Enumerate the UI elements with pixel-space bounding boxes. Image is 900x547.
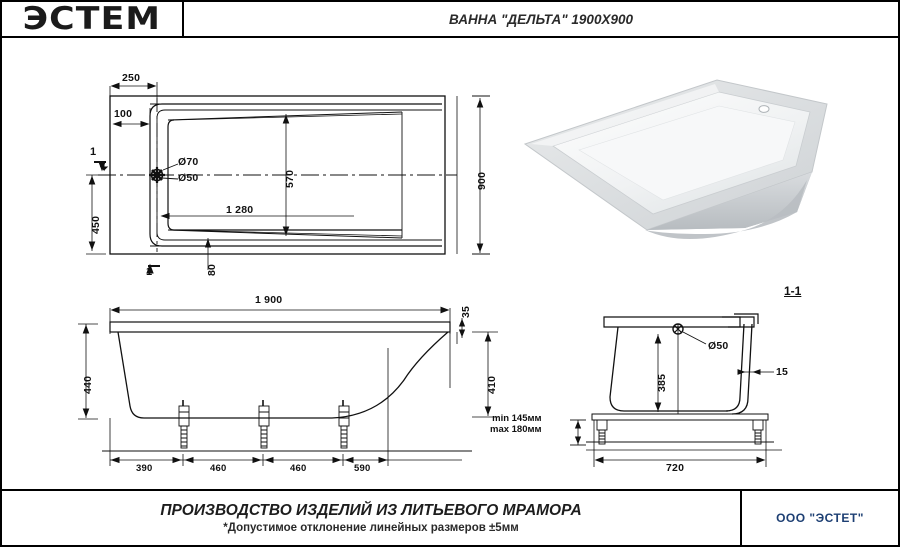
dim-250 (109, 82, 158, 102)
dim-label-100: 100 (114, 108, 133, 120)
plan-view-geometry (86, 82, 490, 274)
leg-height-min: min 145мм (492, 413, 542, 424)
leg-height-note: min 145мм max 180мм (490, 413, 542, 436)
dim-label-d50: Ø50 (178, 172, 199, 184)
dim-label-570: 570 (284, 169, 296, 188)
dim-label-385: 385 (656, 373, 668, 392)
company-logo: ЭСТЕМ (22, 1, 162, 37)
footer-block: ПРОИЗВОДСТВО ИЗДЕЛИЙ ИЗ ЛИТЬЕВОГО МРАМОР… (2, 489, 898, 545)
dim-label-250: 250 (122, 72, 141, 84)
dim-440 (78, 323, 98, 420)
section-label-1-1: 1-1 (784, 284, 802, 298)
dim-900 (456, 95, 490, 255)
footer-tolerance-note: *Допустимое отклонение линейных размеров… (223, 522, 519, 534)
dim-35 (458, 318, 466, 338)
dim-15 (737, 369, 774, 375)
dim-label-390: 390 (136, 463, 153, 474)
dim-1280 (160, 212, 354, 220)
section-1-1: 385 Ø50 15 720 min 145мм max 180мм (482, 302, 882, 482)
dim-label-15: 15 (776, 366, 789, 378)
footer-text-cell: ПРОИЗВОДСТВО ИЗДЕЛИЙ ИЗ ЛИТЬЕВОГО МРАМОР… (2, 491, 742, 545)
dim-label-d70: Ø70 (178, 156, 199, 168)
bathtub-photo-render (523, 79, 828, 239)
adjustable-legs (178, 400, 350, 449)
plan-view: 250 100 450 570 1 280 80 Ø70 Ø50 900 1 1 (2, 38, 502, 288)
dim-label-80: 80 (206, 263, 218, 276)
diameter-leaders (161, 163, 179, 180)
dim-label-720: 720 (666, 462, 685, 474)
dim-label-450: 450 (90, 215, 102, 234)
page-title: ВАННА "ДЕЛЬТА" 1900X900 (449, 11, 633, 27)
dim-label-460-a: 460 (210, 463, 227, 474)
bathtub-photo (507, 62, 877, 262)
dim-450 (86, 174, 106, 255)
section-legs (596, 419, 764, 445)
dim-410 (472, 331, 498, 418)
dim-100 (112, 108, 151, 130)
footer-headline: ПРОИЗВОДСТВО ИЗДЕЛИЙ ИЗ ЛИТЬЕВОГО МРАМОР… (160, 502, 582, 519)
dim-label-1280: 1 280 (226, 204, 254, 216)
section-mark-bottom: 1 (146, 266, 153, 278)
footer-company-name: ООО "ЭСТЕТ" (776, 511, 864, 525)
dim-label-460-b: 460 (290, 463, 307, 474)
front-elevation-geometry (78, 306, 498, 466)
dim-80-leader (204, 238, 212, 270)
dim-label-440: 440 (82, 375, 94, 394)
section-mark-lines (94, 161, 160, 274)
title-block: ЭСТЕМ ВАННА "ДЕЛЬТА" 1900X900 (2, 1, 898, 38)
logo-cell: ЭСТЕМ (2, 1, 184, 37)
overflow-symbol (672, 323, 707, 345)
front-elevation: 1 900 440 35 410 390 460 460 590 (2, 288, 522, 488)
dim-label-590: 590 (354, 463, 371, 474)
dim-label-900: 900 (476, 171, 488, 190)
section-mark-top: 1 (90, 146, 97, 158)
drain-symbol (149, 167, 165, 183)
dim-leg-spacing (110, 454, 462, 466)
dim-label-35: 35 (460, 305, 472, 318)
dim-label-overflow-50: Ø50 (708, 340, 729, 352)
dim-720 (594, 456, 766, 464)
dim-leg-height (570, 419, 586, 446)
dim-label-1900: 1 900 (255, 294, 283, 306)
dim-1900 (110, 306, 450, 314)
leg-height-max: max 180мм (490, 423, 542, 435)
section-geometry (570, 313, 782, 467)
dim-385 (654, 334, 662, 412)
